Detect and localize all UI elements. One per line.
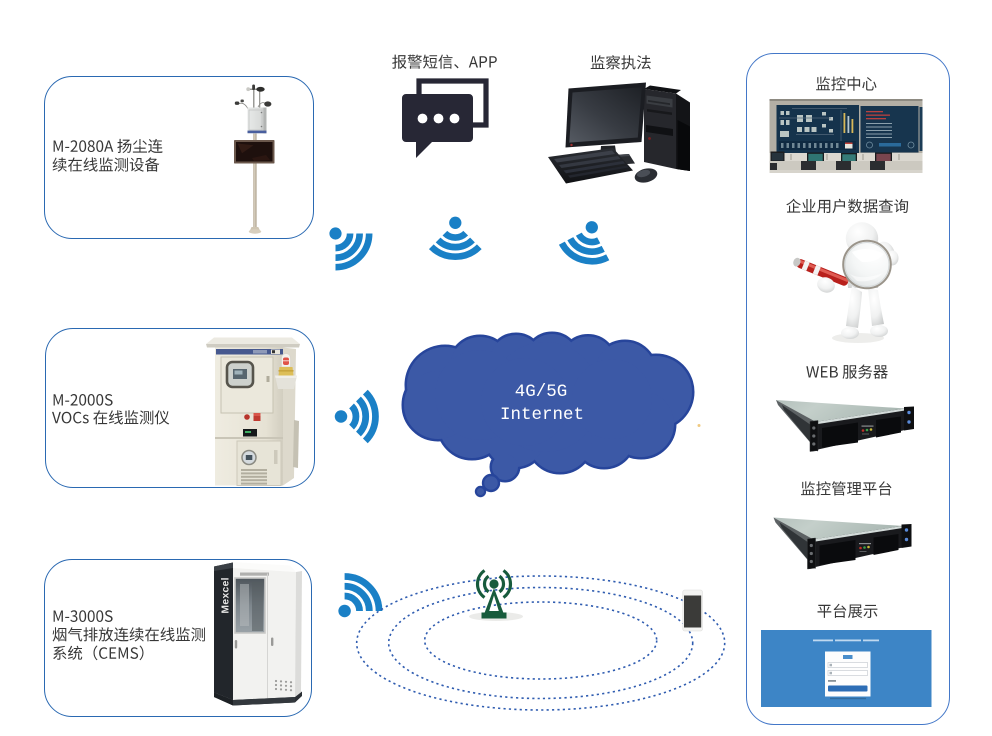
svg-text:4G/5G: 4G/5G — [515, 382, 568, 402]
svg-text:Mexcel: Mexcel — [220, 577, 231, 613]
svg-text:Internet: Internet — [500, 405, 584, 425]
